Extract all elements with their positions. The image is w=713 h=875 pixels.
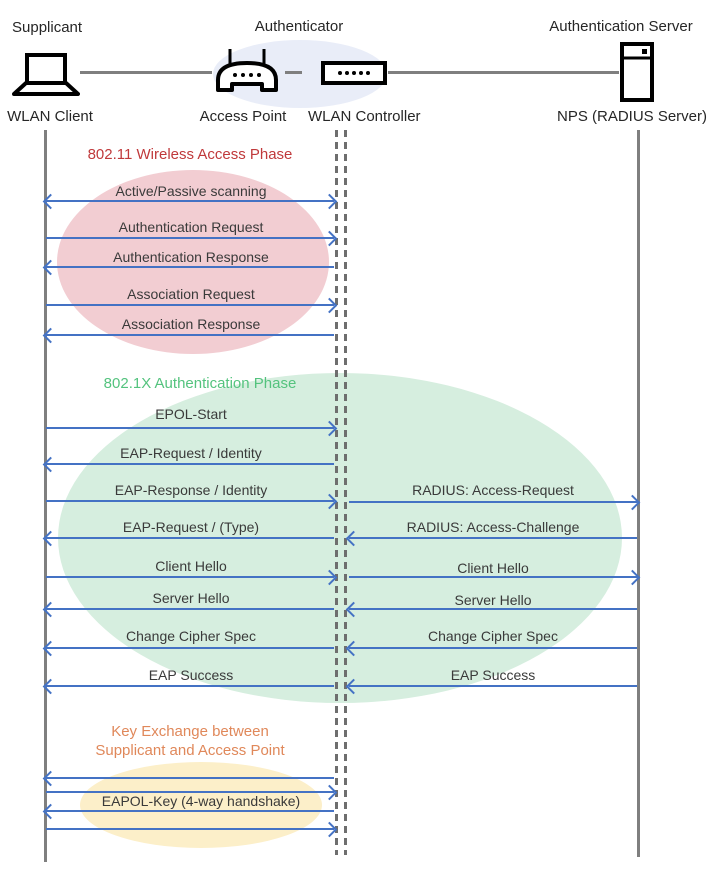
arrow-eap-request-identity <box>46 463 334 465</box>
server-icon <box>620 42 654 102</box>
msg-radius-access-request: RADIUS: Access-Request <box>412 482 574 498</box>
role-authenticator: Authenticator <box>254 18 344 35</box>
access-point-icon <box>216 49 278 92</box>
arrow-change-cipher-left <box>46 647 334 649</box>
msg-auth-response: Authentication Response <box>113 249 269 265</box>
msg-eapol-key: EAPOL-Key (4-way handshake) <box>101 793 301 809</box>
connector-controller-server <box>388 71 619 74</box>
msg-eap-response-identity: EAP-Response / Identity <box>114 482 268 498</box>
lifeline-controller-right <box>344 130 347 855</box>
arrow-client-hello-right <box>349 576 637 578</box>
lifeline-controller-left <box>335 130 338 855</box>
role-authentication-server: Authentication Server <box>549 18 693 35</box>
arrow-server-hello-left <box>46 608 334 610</box>
device-wlan-client: WLAN Client <box>7 108 93 125</box>
arrow-assoc-response <box>46 334 334 336</box>
device-access-point: Access Point <box>199 108 287 125</box>
arrow-client-hello-left <box>46 576 334 578</box>
arrow-radius-access-challenge <box>349 537 637 539</box>
arrow-eap-success-right <box>349 685 637 687</box>
device-nps-server: NPS (RADIUS Server) <box>556 108 708 125</box>
phase-title-key-exchange: Key Exchange between Supplicant and Acce… <box>70 722 310 760</box>
arrow-server-hello-right <box>349 608 637 610</box>
phase-title-wireless-access: 802.11 Wireless Access Phase <box>87 146 293 163</box>
arrow-eap-success-left <box>46 685 334 687</box>
msg-server-hello-right: Server Hello <box>454 592 532 608</box>
arrow-eap-request-type <box>46 537 334 539</box>
msg-eap-success-left: EAP Success <box>148 667 234 683</box>
arrow-assoc-request <box>46 304 334 306</box>
msg-eap-request-type: EAP-Request / (Type) <box>122 519 260 535</box>
msg-assoc-response: Association Response <box>121 316 261 332</box>
msg-radius-access-challenge: RADIUS: Access-Challenge <box>406 519 580 535</box>
arrow-radius-access-request <box>349 501 637 503</box>
role-supplicant: Supplicant <box>12 19 83 36</box>
msg-server-hello-left: Server Hello <box>152 590 230 606</box>
msg-client-hello-left: Client Hello <box>155 558 227 574</box>
arrow-eapol-key-4 <box>46 828 334 830</box>
wlan-controller-icon <box>321 61 387 85</box>
msg-assoc-request: Association Request <box>127 286 255 302</box>
msg-auth-request: Authentication Request <box>118 219 264 235</box>
msg-eap-success-right: EAP Success <box>450 667 536 683</box>
phase-title-authentication: 802.1X Authentication Phase <box>103 375 297 392</box>
connector-client-ap <box>80 71 212 74</box>
msg-change-cipher-right: Change Cipher Spec <box>428 628 558 644</box>
msg-client-hello-right: Client Hello <box>457 560 529 576</box>
msg-epol-start: EPOL-Start <box>155 406 227 422</box>
arrow-auth-request <box>46 237 334 239</box>
arrow-scanning <box>46 200 334 202</box>
msg-eap-request-identity: EAP-Request / Identity <box>120 445 262 461</box>
lifeline-wlan-client <box>44 130 47 862</box>
connector-ap-controller <box>285 71 302 74</box>
device-wlan-controller: WLAN Controller <box>308 108 421 125</box>
arrow-eapol-key-1 <box>46 777 334 779</box>
arrow-eapol-key-3 <box>46 810 334 812</box>
arrow-auth-response <box>46 266 334 268</box>
lifeline-nps-server <box>637 130 640 857</box>
arrow-eapol-key-2 <box>46 791 334 793</box>
msg-scanning: Active/Passive scanning <box>115 183 267 199</box>
phase-title-key-exchange-line2: Supplicant and Access Point <box>95 742 285 759</box>
arrow-epol-start <box>46 427 334 429</box>
msg-change-cipher-left: Change Cipher Spec <box>126 628 256 644</box>
phase-title-key-exchange-line1: Key Exchange between <box>111 723 269 740</box>
laptop-icon <box>12 53 80 96</box>
arrow-change-cipher-right <box>349 647 637 649</box>
arrow-eap-response-identity <box>46 500 334 502</box>
